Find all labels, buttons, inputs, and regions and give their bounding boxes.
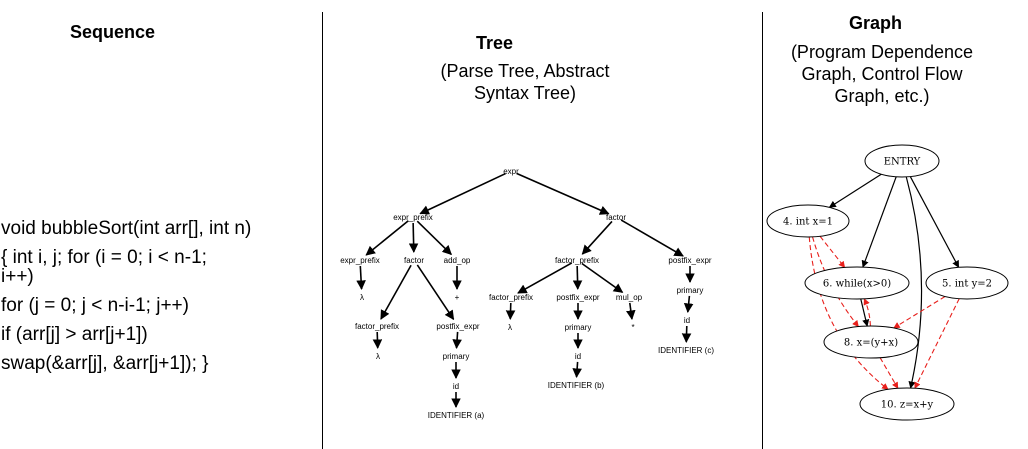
tree-node-label: primary	[565, 323, 592, 332]
graph-control-edge	[905, 176, 923, 389]
graph-node-label: 6. while(x>0)	[823, 279, 891, 290]
graph-data-edge	[893, 296, 946, 329]
tree-node-label: primary	[677, 286, 704, 295]
graph-node	[823, 325, 919, 359]
divider-right	[762, 12, 763, 449]
tree-subheading-line: (Parse Tree, Abstract	[440, 61, 610, 81]
tree-node-label: IDENTIFIER (a)	[428, 411, 485, 420]
graph-control-edge	[828, 173, 882, 208]
code-line: i++)	[1, 266, 34, 287]
tree-edge	[380, 264, 412, 320]
graph-subheading: (Program Dependence Graph, Control Flow …	[770, 41, 994, 107]
tree-node-label: factor_prefix	[555, 256, 599, 265]
tree-node-label: postfix_expr	[556, 293, 599, 302]
code-line: if (arr[j] > arr[j+1])	[1, 324, 148, 345]
tree-subheading-line: Syntax Tree)	[473, 83, 577, 103]
tree-node-label: IDENTIFIER (c)	[658, 346, 714, 355]
tree-edge	[626, 302, 636, 321]
tree-node-label: factor	[606, 213, 626, 222]
tree-node-label: +	[455, 293, 460, 302]
tree-edge	[517, 262, 573, 294]
graph-node-label: 8. x=(y+x)	[844, 338, 898, 349]
graph-control-edge	[861, 176, 897, 268]
graph-node-label: ENTRY	[884, 157, 921, 168]
tree-node-label: add_op	[444, 256, 471, 265]
graph-heading: Graph	[849, 13, 903, 33]
tree-node-label: IDENTIFIER (b)	[548, 381, 605, 390]
graph-data-edge	[863, 298, 871, 327]
divider-left	[322, 12, 323, 449]
tree-edge	[516, 172, 610, 215]
graph-node	[864, 144, 940, 178]
sequence-panel: Sequence void bubbleSort(int arr[], int …	[0, 0, 322, 449]
code-line: for (j = 0; j < n-i-1; j++)	[1, 295, 189, 316]
graph-panel: Graph (Program Dependence Graph, Control…	[762, 0, 1028, 449]
graph-node-label: 10. z=x+y	[881, 400, 934, 411]
tree-edge	[452, 331, 462, 349]
tree-edge	[581, 220, 613, 255]
tree-edge	[356, 265, 366, 290]
tree-node-label: factor	[404, 256, 424, 265]
tree-edge	[505, 302, 516, 320]
code-line: swap(&arr[j], &arr[j+1]); }	[1, 353, 209, 374]
graph-control-edge	[860, 298, 870, 327]
graph-data-edge	[808, 236, 889, 390]
tree-edge	[408, 222, 419, 253]
tree-node-label: id	[453, 382, 459, 391]
graph-subheading-line: Graph, Control Flow	[801, 64, 963, 84]
graph-subheading-line: (Program Dependence	[790, 42, 974, 62]
graph-data-edge	[914, 298, 960, 389]
graph-subheading-line: Graph, etc.)	[834, 86, 930, 106]
tree-edge	[683, 295, 694, 313]
graph-node	[859, 387, 955, 421]
tree-edge	[581, 262, 624, 294]
tree-heading: Tree	[476, 33, 514, 53]
graph-node-label: 4. int x=1	[783, 217, 833, 228]
graph-node	[804, 266, 910, 300]
tree-node-label: id	[575, 352, 581, 361]
tree-node-label: mul_op	[616, 293, 643, 302]
tree-edge	[681, 325, 692, 343]
tree-node-label: factor_prefix	[355, 322, 399, 331]
tree-edge	[572, 361, 582, 378]
code-block: void bubbleSort(int arr[], int n) { int …	[1, 214, 319, 378]
tree-edge	[416, 220, 452, 256]
tree-node-label: factor_prefix	[489, 293, 533, 302]
tree-node-label: *	[631, 323, 634, 332]
sequence-heading: Sequence	[70, 22, 156, 42]
tree-node-label: primary	[443, 352, 470, 361]
graph-data-edge	[819, 235, 846, 268]
tree-panel: Tree (Parse Tree, Abstract Syntax Tree)	[322, 0, 762, 449]
code-line: void bubbleSort(int arr[], int n)	[1, 218, 252, 239]
tree-node-label: postfix_expr	[436, 322, 479, 331]
graph-node	[766, 204, 850, 238]
tree-edge	[372, 331, 383, 349]
code-line: { int i, j; for (i = 0; i < n-1;	[1, 247, 207, 268]
tree-edge	[572, 265, 583, 290]
tree-node-label: id	[684, 316, 690, 325]
graph-control-edge	[909, 176, 960, 268]
tree-subheading: (Parse Tree, Abstract Syntax Tree)	[380, 60, 670, 104]
tree-node-label: λ	[376, 352, 380, 361]
tree-edge	[416, 264, 455, 321]
tree-node-label: expr	[503, 167, 519, 176]
tree-edge	[365, 220, 409, 256]
graph-data-edge	[879, 357, 899, 389]
tree-edge	[419, 172, 506, 215]
tree-node-label: postfix_expr	[668, 256, 711, 265]
tree-node-label: expr_prefix	[393, 213, 433, 222]
tree-node-label: expr_prefix	[340, 256, 380, 265]
tree-node-label: λ	[360, 293, 364, 302]
graph-node-label: 5. int y=2	[942, 279, 992, 290]
tree-edge	[620, 219, 684, 257]
graph-node	[925, 266, 1009, 300]
tree-node-label: λ	[508, 323, 512, 332]
